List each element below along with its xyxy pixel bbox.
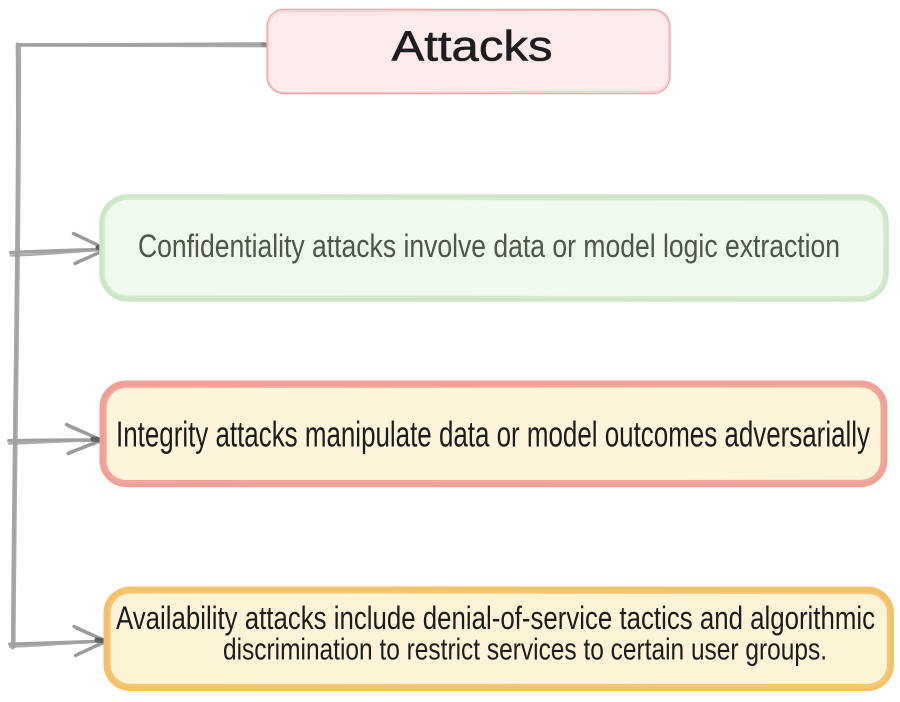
svg-text:Confidentiality attacks involv: Confidentiality attacks involve data or …	[138, 228, 840, 264]
svg-text:discrimination to restrict ser: discrimination to restrict services to c…	[223, 632, 827, 667]
svg-text:Availability attacks include d: Availability attacks include denial-of-s…	[116, 600, 875, 636]
svg-text:Attacks: Attacks	[392, 23, 553, 71]
svg-text:Integrity attacks manipulate d: Integrity attacks manipulate data or mod…	[116, 414, 870, 455]
